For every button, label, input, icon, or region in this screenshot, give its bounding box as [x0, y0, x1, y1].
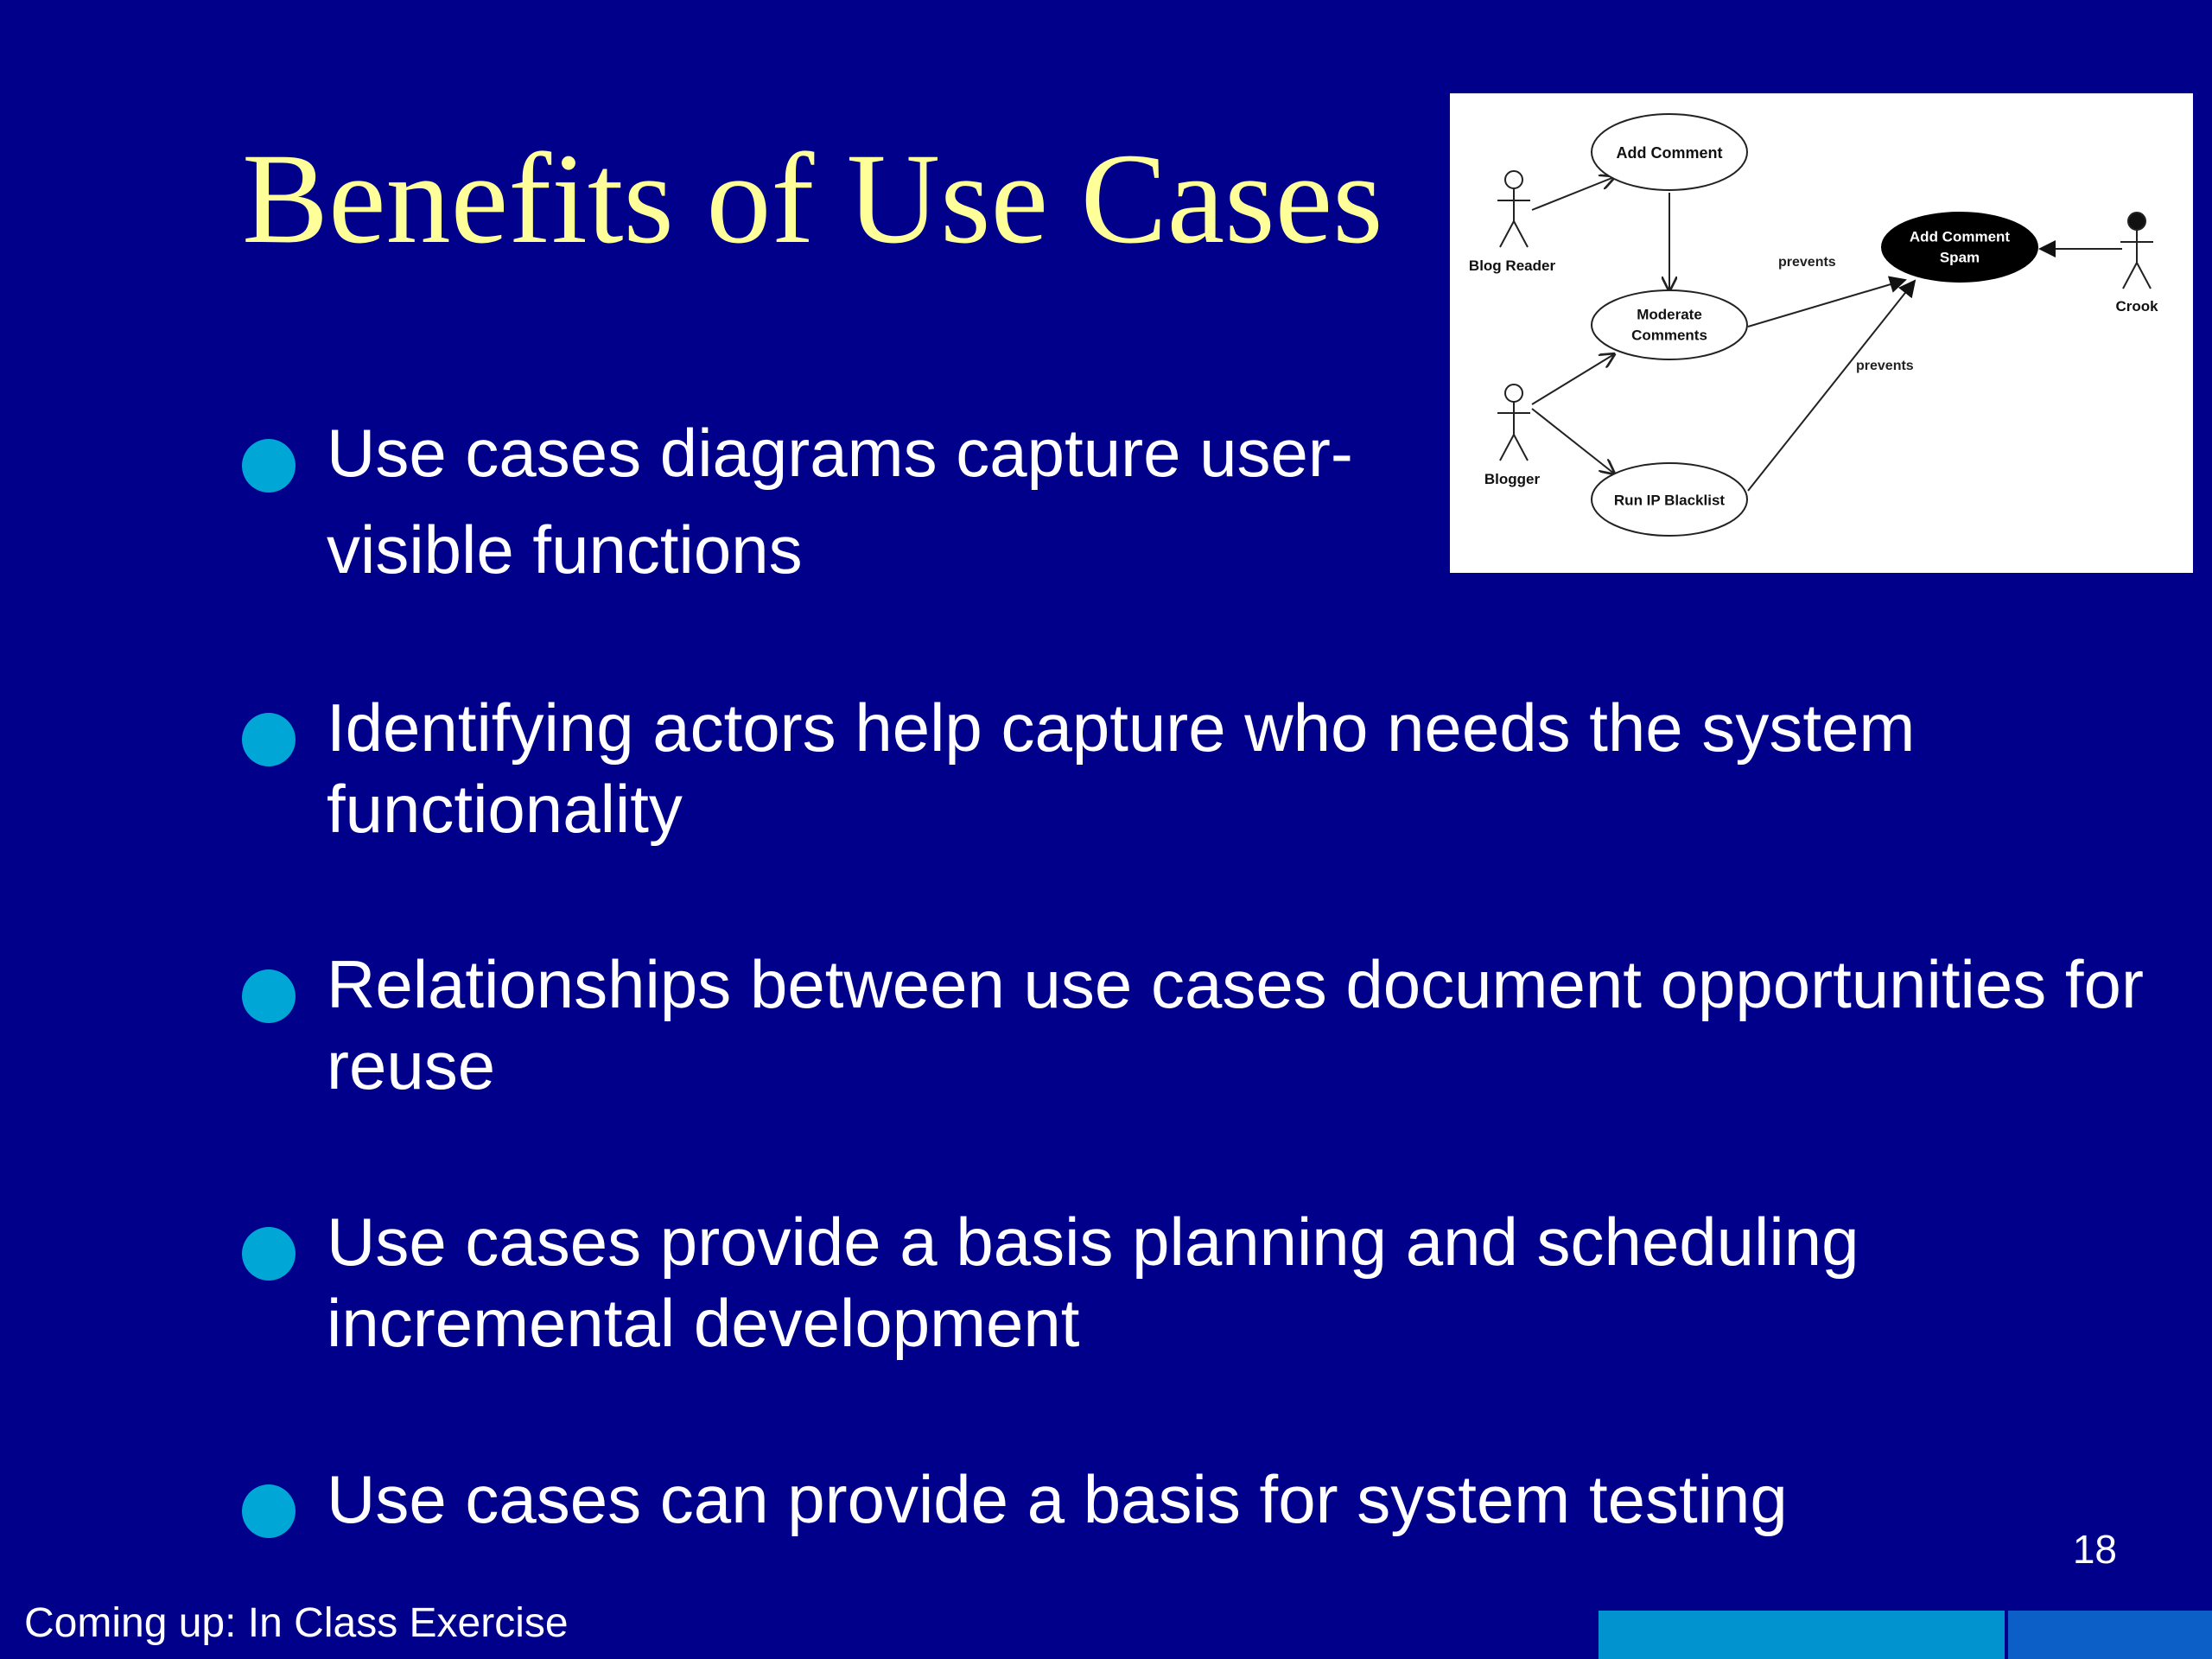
use-case-add-comment [1591, 113, 1748, 191]
use-case-spam-label-1: Add Comment [1910, 228, 2011, 245]
use-case-add-comment-label: Add Comment [1617, 144, 1723, 162]
assoc-reader-add-comment [1531, 177, 1614, 211]
page-number: 18 [2072, 1527, 2117, 1572]
assoc-blogger-moderate [1531, 354, 1614, 405]
use-case-add-comment-spam [1881, 212, 2038, 283]
use-case-run-ip-blacklist [1591, 462, 1748, 537]
bullet-text-line: Use cases diagrams capture user- [327, 415, 1353, 491]
prevents-label-1: prevents [1778, 255, 1836, 270]
use-case-diagram-svg: Add Comment Moderate Comments Run IP Bla… [1469, 113, 2158, 537]
use-case-moderate-label-1: Moderate [1637, 306, 1702, 322]
bullet-text: Use cases diagrams capture user- visible… [327, 404, 1536, 598]
bullet-text: Identifying actors help capture who need… [327, 690, 1916, 847]
actor-blogger-label: Blogger [1484, 471, 1541, 487]
bullet-dot-icon [242, 1227, 296, 1281]
actor-blog-reader-label: Blog Reader [1469, 257, 1556, 274]
use-case-moderate-label-2: Comments [1631, 327, 1707, 343]
prevents-moderate-spam [1747, 276, 1907, 327]
use-case-spam-label-2: Spam [1940, 249, 1980, 265]
bullet-dot-icon [242, 713, 296, 766]
bullet-text: Relationships between use cases document… [327, 946, 2144, 1103]
actor-blogger-icon [1497, 384, 1530, 461]
bullet-dot-icon [242, 969, 296, 1023]
actor-blog-reader-icon [1497, 170, 1530, 248]
prevents-runip-spam [1747, 279, 1916, 492]
prevents-label-2: prevents [1856, 359, 1914, 373]
slide-title: Benefits of Use Cases [242, 127, 1383, 270]
actor-crook-icon [2120, 212, 2153, 289]
bullet-dot-icon [242, 1484, 296, 1538]
bullet-text: Use cases can provide a basis for system… [327, 1461, 1788, 1537]
use-case-diagram: Add Comment Moderate Comments Run IP Bla… [1450, 93, 2193, 573]
footer-note: Coming up: In Class Exercise [24, 1600, 569, 1646]
footer-accent-bar [1599, 1611, 2005, 1659]
footer-accent-bar-secondary [2008, 1611, 2212, 1659]
bullet-dot-icon [242, 439, 296, 493]
actor-crook-label: Crook [2115, 298, 2158, 315]
assoc-blogger-run-ip [1531, 408, 1614, 474]
use-case-moderate-comments [1591, 289, 1748, 360]
use-case-run-ip-label: Run IP Blacklist [1614, 492, 1726, 508]
bullet-text: Use cases provide a basis planning and s… [327, 1204, 1859, 1361]
bullet-text-line: visible functions [327, 512, 803, 588]
